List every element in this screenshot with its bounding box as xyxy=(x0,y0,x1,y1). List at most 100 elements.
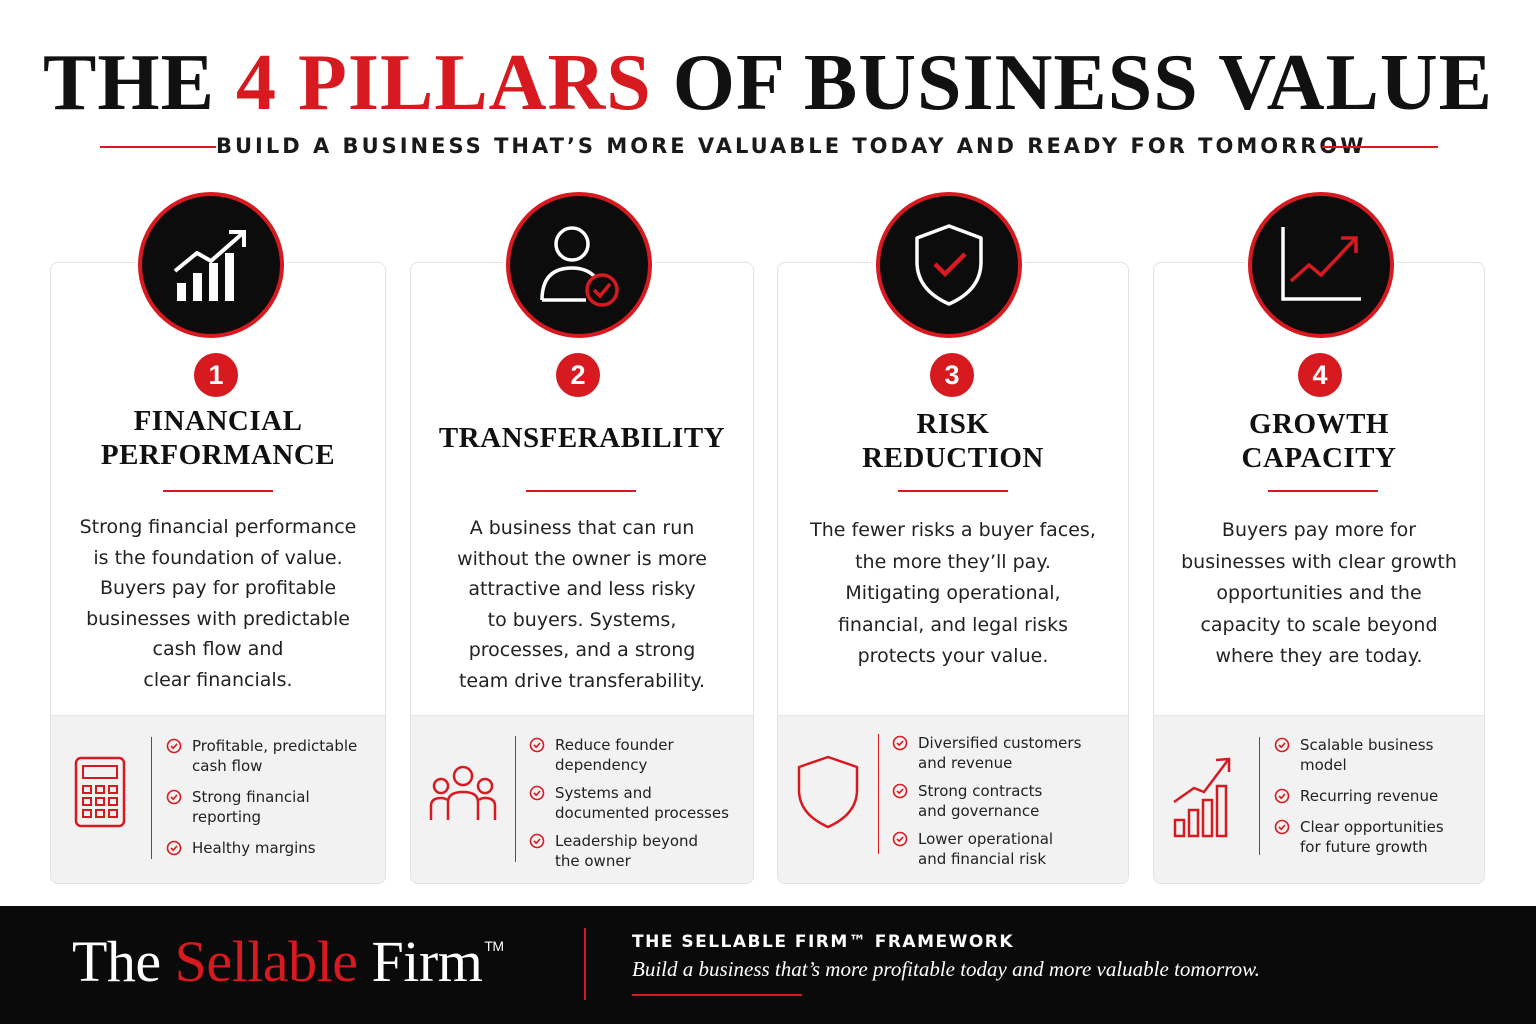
pillar-3-description: The fewer risks a buyer faces, the more … xyxy=(777,515,1129,673)
checklist-text: Profitable, predictable xyxy=(192,737,358,755)
check-circle-icon xyxy=(529,833,545,849)
checklist-text: Leadership beyond xyxy=(555,832,699,850)
pillar-1-rule xyxy=(163,490,273,492)
desc-line: The fewer risks a buyer faces, xyxy=(810,519,1096,541)
desc-line: capacity to scale beyond xyxy=(1200,613,1438,636)
desc-line: opportunities and the xyxy=(1216,582,1422,604)
subtitle-row: BUILD A BUSINESS THAT’S MORE VALUABLE TO… xyxy=(0,132,1536,162)
desc-line: clear financials. xyxy=(143,668,293,691)
desc-line: is the foundation of value. xyxy=(93,546,343,569)
desc-line: the more they’ll pay. xyxy=(855,550,1051,573)
pillar-4-divider xyxy=(1259,737,1260,855)
desc-line: Strong financial performance xyxy=(79,516,357,538)
desc-line: attractive and less risky xyxy=(468,578,696,600)
check-circle-icon xyxy=(166,840,182,856)
checklist-item: Clear opportunities for future growth xyxy=(1274,817,1479,857)
checklist-item: Profitable, predictable cash flow xyxy=(166,736,376,776)
desc-line: Mitigating operational, xyxy=(845,582,1061,604)
pillar-2-rule xyxy=(526,490,636,492)
pillar-1-description: Strong financial performance is the foun… xyxy=(50,512,386,695)
user-check-icon xyxy=(506,192,652,338)
checklist-text: Clear opportunities xyxy=(1300,818,1444,836)
brand-highlight: Sellable xyxy=(174,929,358,994)
desc-line: protects your value. xyxy=(857,645,1049,667)
check-circle-icon xyxy=(1274,788,1290,804)
check-circle-icon xyxy=(529,737,545,753)
shield-icon xyxy=(797,755,859,829)
pillar-4-rule xyxy=(1268,490,1378,492)
pillar-2-divider xyxy=(515,736,516,862)
team-icon xyxy=(429,765,497,820)
brand-text-end: Firm xyxy=(357,929,483,994)
pillar-1-divider xyxy=(151,737,152,859)
desc-line: without the owner is more xyxy=(457,547,707,570)
framework-tagline: Build a business that’s more profitable … xyxy=(632,957,1260,981)
checklist-text: cash flow xyxy=(192,757,263,775)
desc-line: Buyers pay more for xyxy=(1221,519,1417,541)
pillar-4-checklist-panel xyxy=(1154,715,1484,883)
pillar-1-title-line2: PERFORMANCE xyxy=(100,439,336,471)
pillar-1-checklist: Profitable, predictable cash flow Strong … xyxy=(166,736,376,869)
pillar-3-number: 3 xyxy=(930,353,974,397)
footer-divider xyxy=(584,928,586,1000)
pillar-2-checklist-panel xyxy=(411,715,753,883)
desc-line: cash flow and xyxy=(152,638,284,660)
checklist-item: Diversified customers and revenue xyxy=(892,733,1122,773)
check-circle-icon xyxy=(892,735,908,751)
footer-accent-rule xyxy=(632,994,802,996)
checklist-text: Strong contracts xyxy=(918,782,1043,800)
pillar-2-number: 2 xyxy=(556,353,600,397)
desc-line: Buyers pay for profitable xyxy=(99,577,337,599)
pillar-3-title-line1: RISK xyxy=(916,408,990,440)
calculator-icon xyxy=(74,756,126,828)
subtitle-rule-left xyxy=(100,146,216,148)
pillar-4-title: GROWTH CAPACITY xyxy=(1153,407,1485,475)
checklist-text: Strong financial xyxy=(192,788,310,806)
checklist-text: Systems and xyxy=(555,784,652,802)
checklist-text: Diversified customers xyxy=(918,734,1082,752)
pillar-3-checklist: Diversified customers and revenue Strong … xyxy=(892,733,1122,880)
check-circle-icon xyxy=(1274,737,1290,753)
pillar-2-title-line1: TRANSFERABILITY xyxy=(438,422,726,454)
desc-line: to buyers. Systems, xyxy=(487,608,677,631)
check-circle-icon xyxy=(892,783,908,799)
pillar-1-checklist-panel xyxy=(51,715,385,883)
page-title: THE 4 PILLARS OF BUSINESS VALUE xyxy=(0,38,1536,128)
pillar-2-description: A business that can run without the owne… xyxy=(410,513,754,696)
desc-line: A business that can run xyxy=(469,517,695,539)
shield-check-icon xyxy=(876,192,1022,338)
subtitle: BUILD A BUSINESS THAT’S MORE VALUABLE TO… xyxy=(216,134,1367,158)
desc-line: team drive transferability. xyxy=(458,669,706,692)
brand-text: The xyxy=(72,929,175,994)
check-circle-icon xyxy=(892,831,908,847)
desc-line: businesses with predictable xyxy=(86,607,350,630)
brand-trademark: TM xyxy=(484,938,504,954)
checklist-text: reporting xyxy=(192,808,262,826)
check-circle-icon xyxy=(166,789,182,805)
pillar-4-description: Buyers pay more for businesses with clea… xyxy=(1153,515,1485,673)
pillar-3-checklist-panel xyxy=(778,715,1128,883)
framework-title: THE SELLABLE FIRM™ FRAMEWORK xyxy=(632,932,1015,952)
pillar-3-title: RISK REDUCTION xyxy=(777,407,1129,475)
checklist-text: Scalable business xyxy=(1300,736,1434,754)
checklist-item: Strong financial reporting xyxy=(166,787,376,827)
checklist-text: and revenue xyxy=(918,754,1013,772)
check-circle-icon xyxy=(166,738,182,754)
check-circle-icon xyxy=(529,785,545,801)
checklist-text: documented processes xyxy=(555,804,729,822)
desc-line: where they are today. xyxy=(1215,645,1423,667)
title-highlight: 4 PILLARS xyxy=(235,39,652,127)
pillar-3-divider xyxy=(878,734,879,854)
pillar-4-title-line2: CAPACITY xyxy=(1241,442,1397,474)
checklist-text: for future growth xyxy=(1300,838,1428,856)
checklist-text: Healthy margins xyxy=(192,839,316,857)
title-text-end: OF BUSINESS VALUE xyxy=(651,39,1493,127)
desc-line: financial, and legal risks xyxy=(837,613,1069,636)
